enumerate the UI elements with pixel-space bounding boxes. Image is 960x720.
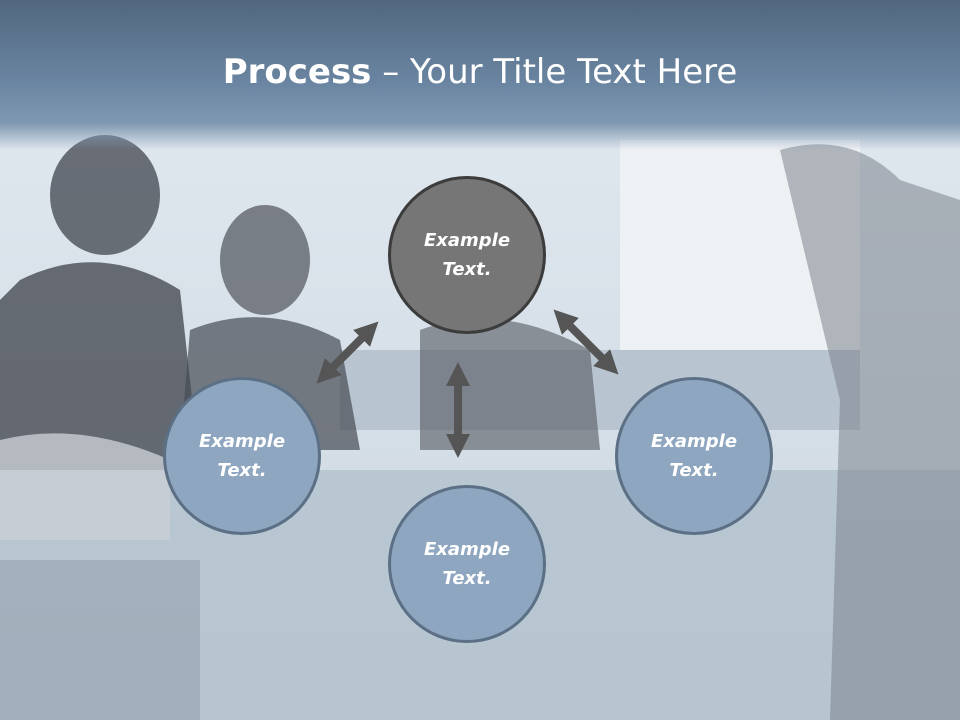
title-rest-text: – Your Title Text Here	[371, 52, 738, 92]
process-node-top[interactable]: Example Text.	[388, 176, 546, 334]
title-band	[0, 0, 960, 150]
node-label: Example Text.	[423, 230, 511, 280]
slide-title[interactable]: Process – Your Title Text Here	[0, 52, 960, 92]
title-bold-text: Process	[222, 52, 372, 92]
node-label: Example Text.	[423, 539, 511, 589]
process-node-left[interactable]: Example Text.	[163, 377, 321, 535]
node-label: Example Text.	[198, 431, 286, 481]
node-label: Example Text.	[650, 431, 738, 481]
process-node-bottom[interactable]: Example Text.	[388, 485, 546, 643]
process-node-right[interactable]: Example Text.	[615, 377, 773, 535]
